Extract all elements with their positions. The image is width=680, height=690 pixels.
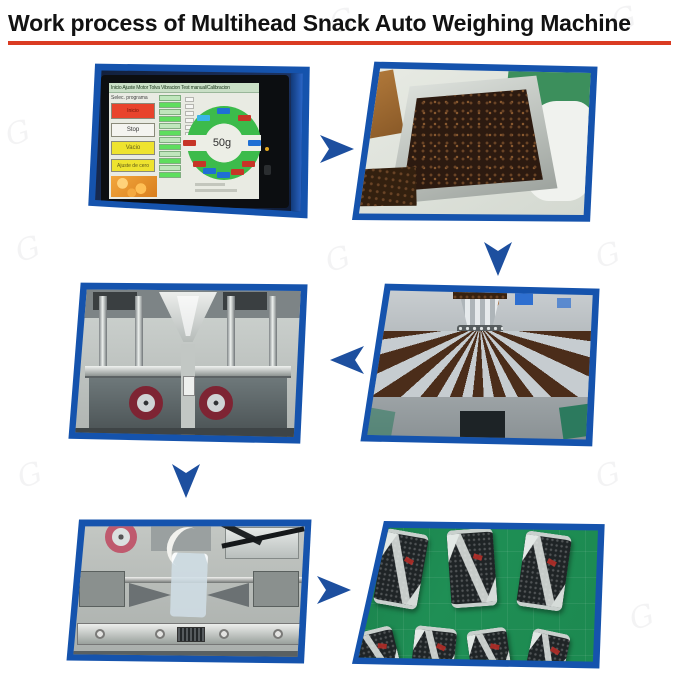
weigher-head-indicator: [217, 108, 230, 114]
photo-multihead-weigher: [358, 282, 602, 448]
clear-bag: [169, 552, 209, 618]
weigher-head-indicator: [197, 115, 210, 121]
finished-packages-scene: [358, 527, 598, 662]
watermark-glyph: G: [625, 597, 659, 638]
center-plate: [183, 376, 195, 396]
arrow-right-icon: [317, 576, 351, 604]
machine-blue-edge: [291, 70, 303, 212]
grip-slot: [177, 627, 205, 642]
snack-package: [465, 626, 513, 662]
side-bracket: [253, 571, 299, 607]
hmi-footer-text: [195, 183, 225, 186]
packing-machine-scene: [75, 289, 301, 437]
pull-roller: [199, 386, 233, 420]
arrow-down-icon: [172, 464, 200, 498]
center-hopper-shadow: [460, 411, 505, 440]
hmi-stop-button: Stop: [111, 123, 155, 137]
arrow-left-icon: [330, 346, 364, 374]
page-title: Work process of Multihead Snack Auto Wei…: [8, 10, 631, 36]
watermark-glyph: G: [591, 455, 625, 496]
snack-package: [524, 627, 572, 662]
bolt: [273, 629, 283, 639]
product-on-cone: [453, 290, 507, 299]
deflector-left: [129, 583, 171, 607]
photo-packing-machine: [66, 281, 310, 447]
weigher-head-indicator: [217, 172, 230, 178]
support-pole: [269, 296, 277, 400]
weigher-head-indicator: [248, 140, 261, 146]
power-led: [265, 147, 269, 151]
hopper-scene: [359, 68, 591, 215]
photo-bag-forming: [64, 518, 314, 668]
weigher-head-indicator: [238, 115, 251, 121]
watermark-glyph: G: [591, 235, 625, 276]
bag-forming-scene: [73, 526, 305, 657]
hmi-start-button: Inicio: [111, 103, 155, 119]
deflector-right: [207, 583, 249, 607]
support-pole: [99, 296, 107, 400]
hmi-menu-bar: Inicio Ajuste Motor Tolva Vibracion Test…: [109, 83, 259, 93]
snack-thumbnail: [111, 176, 157, 197]
weigher-head-indicator: [203, 168, 216, 174]
watermark-glyph: G: [13, 455, 47, 496]
watermark-glyph: G: [321, 239, 355, 280]
arrow-down-icon: [484, 242, 512, 276]
machinery-block: [151, 526, 211, 551]
weigher-head-indicator: [183, 140, 196, 146]
photo-product-hopper: [352, 60, 600, 225]
weigher-scene: [367, 290, 593, 440]
snack-package: [515, 530, 573, 612]
side-bracket: [79, 571, 125, 607]
radial-feed-trays: [367, 331, 593, 397]
weigher-head-indicator: [242, 161, 255, 167]
snack-product-fill: [403, 89, 543, 191]
perforated-collar: [457, 325, 503, 335]
photo-finished-packages: [344, 518, 610, 670]
control-panel-scene: Inicio Ajuste Motor Tolva Vibracion Test…: [95, 70, 303, 212]
title-underline: [8, 41, 671, 45]
bolt: [155, 629, 165, 639]
blue-equipment: [557, 298, 571, 308]
pull-roller: [129, 386, 163, 420]
hmi-program-label: Selec. programa: [111, 95, 148, 101]
snack-package: [410, 624, 458, 662]
machine-base: [75, 428, 301, 437]
hmi-parameter-cells: [159, 95, 181, 179]
hmi-zero-button: Ajuste de cero: [111, 159, 155, 172]
bezel-port: [264, 165, 271, 175]
hmi-screen: Inicio Ajuste Motor Tolva Vibracion Test…: [109, 83, 261, 211]
arrow-right-icon: [320, 135, 354, 163]
watermark-glyph: G: [11, 229, 45, 270]
watermark-glyph: G: [1, 113, 35, 154]
blue-equipment: [515, 293, 533, 305]
bolt: [95, 629, 105, 639]
support-pole: [135, 296, 143, 400]
hmi-footer-text: [195, 189, 237, 192]
target-weight-display: 50g: [183, 135, 261, 151]
weigher-head-indicator: [193, 161, 206, 167]
pink-roller: [105, 526, 137, 553]
weigher-head-indicator: [231, 169, 244, 175]
snack-package: [446, 527, 498, 609]
bolt: [219, 629, 229, 639]
support-pole: [227, 296, 235, 400]
machine-base: [73, 651, 305, 657]
hmi-empty-button: Vacio: [111, 141, 155, 155]
photo-control-panel: Inicio Ajuste Motor Tolva Vibracion Test…: [86, 62, 312, 220]
product-spill: [359, 159, 422, 215]
